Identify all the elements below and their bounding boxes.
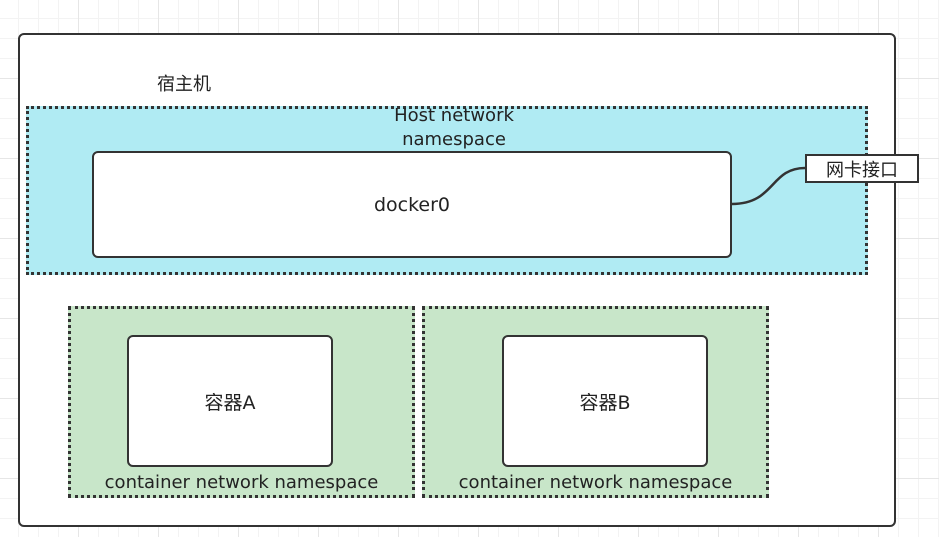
container-b: 容器B (502, 335, 708, 467)
host-network-namespace-label: Host network namespace (394, 105, 514, 150)
container-a-label: 容器A (204, 391, 256, 414)
nic-interface: 网卡接口 (805, 154, 919, 183)
container-b-label: 容器B (579, 391, 631, 414)
container-a: 容器A (127, 335, 333, 467)
docker0-label: docker0 (373, 193, 451, 216)
container-network-namespace-b-label: container network namespace (458, 472, 733, 493)
nic-label: 网卡接口 (826, 159, 898, 181)
docker0-bridge: docker0 (92, 151, 732, 258)
container-network-namespace-a-label: container network namespace (104, 472, 379, 493)
host-machine-label: 宿主机 (157, 74, 211, 95)
